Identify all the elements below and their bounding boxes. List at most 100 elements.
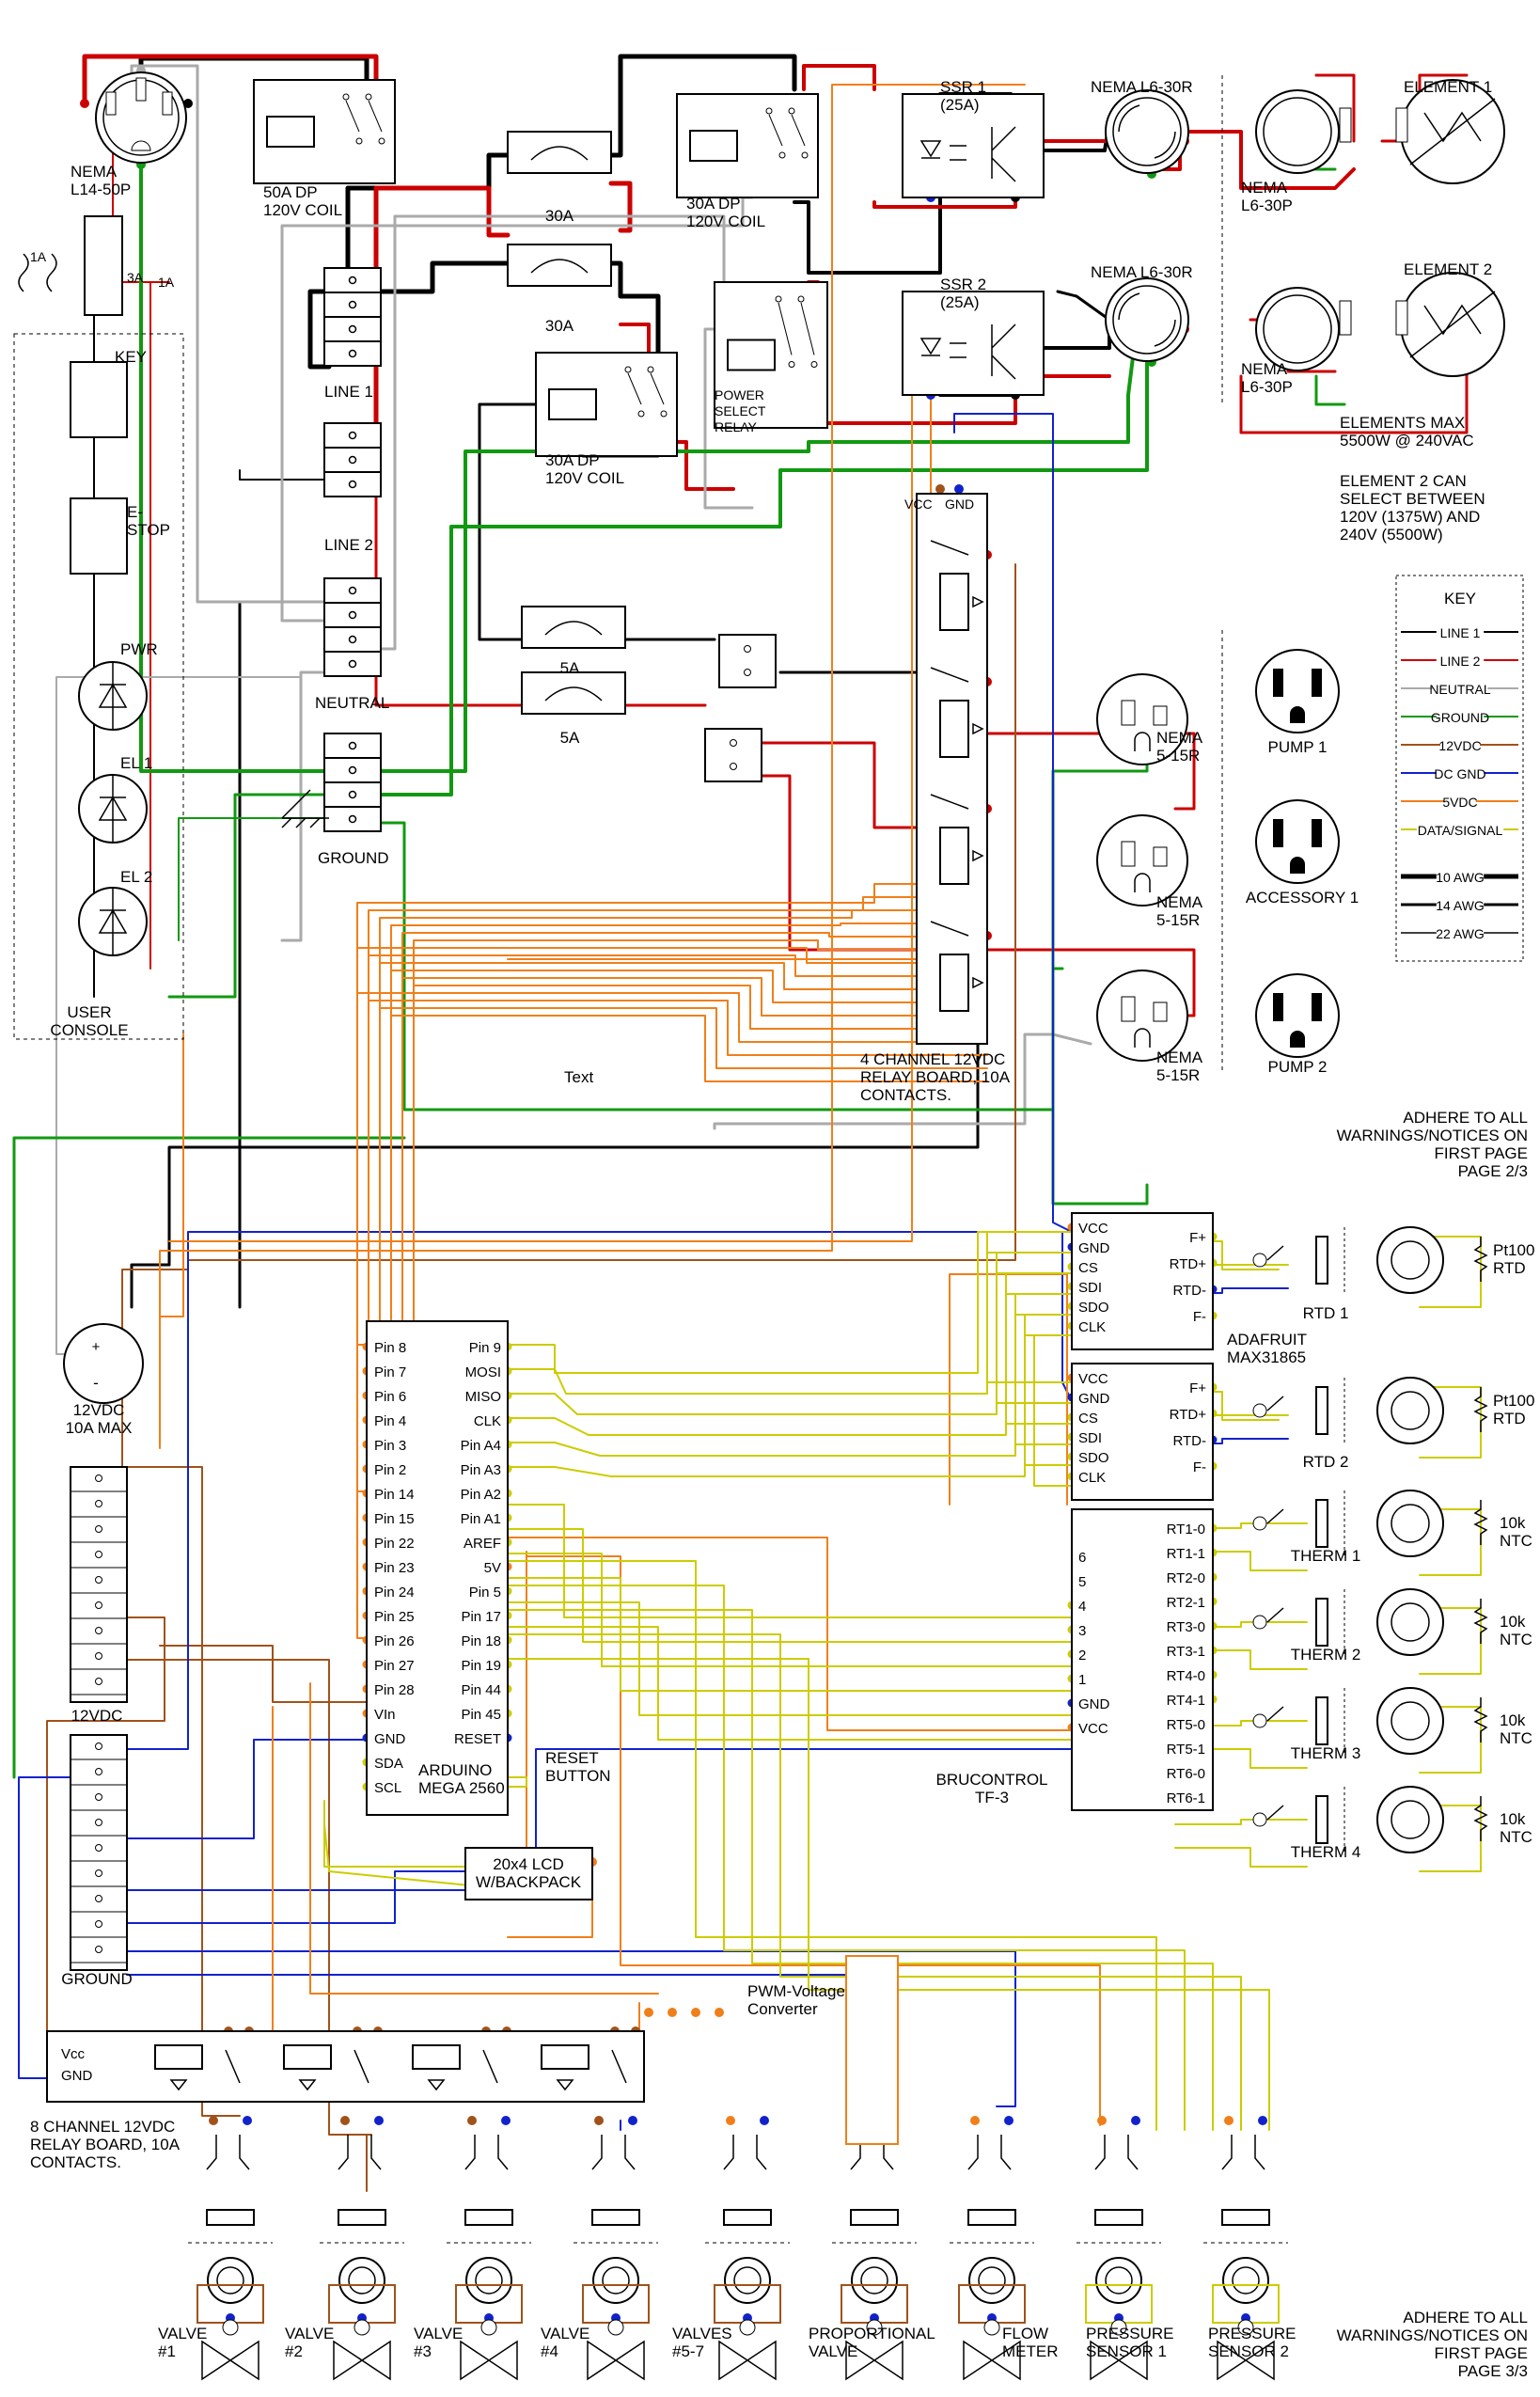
label: RELAY BOARD, 10A — [30, 2136, 181, 2153]
max31865-pin-label: RTD+ — [1170, 1256, 1207, 1272]
breaker-30a-mid — [507, 244, 612, 287]
relay8-contact — [482, 2049, 498, 2084]
pigtail — [1094, 2135, 1139, 2170]
junction-dot — [644, 2008, 653, 2017]
label: #3 — [414, 2342, 432, 2360]
valve-body — [718, 2340, 777, 2381]
sig-sensor-3 — [507, 1633, 1242, 2131]
relay8-contact — [611, 2049, 627, 2084]
label: 120V COIL — [686, 213, 765, 230]
ring — [1263, 294, 1332, 364]
nema515-body — [1096, 673, 1188, 765]
label: ADHERE TO ALL — [1403, 1109, 1528, 1127]
slot — [1121, 841, 1136, 867]
element2-g — [1314, 374, 1346, 406]
ring — [1112, 97, 1182, 166]
inlet-blade — [162, 91, 173, 116]
max31865-pin-label: RTD+ — [1170, 1407, 1207, 1423]
label: WARNINGS/NOTICES ON — [1337, 1127, 1528, 1144]
splice-block-2 — [704, 728, 762, 782]
pigtail — [723, 2135, 767, 2170]
arduino-pin-label: Pin 23 — [374, 1560, 415, 1576]
arduino-pin-label: AREF — [464, 1536, 501, 1552]
line2-ssr — [872, 139, 1111, 209]
relay4-diode — [972, 595, 984, 608]
v12-vin — [159, 1645, 368, 1703]
relay4-diode — [972, 976, 984, 989]
probe-core — [1391, 1701, 1430, 1741]
label: THERM 2 — [1291, 1646, 1361, 1664]
label: NEMA — [1156, 1049, 1203, 1066]
label: PRESSURE — [1086, 2325, 1174, 2342]
relay-coil — [689, 130, 738, 162]
label: E- — [127, 503, 143, 521]
pwm-outline — [845, 1955, 899, 2145]
estop-switch — [70, 497, 128, 575]
label: ARDUINO — [418, 1761, 492, 1779]
label: L6-30P — [1241, 378, 1293, 396]
motor — [354, 2319, 370, 2336]
relay4-coil — [939, 573, 969, 631]
arduino-pin-label: Pin 9 — [469, 1340, 501, 1356]
breaker-arc — [530, 259, 589, 274]
outlet-r1 — [1096, 673, 1188, 765]
key-item-label: LINE 2 — [1440, 654, 1481, 669]
ring — [1112, 285, 1182, 355]
arduino-pin-label: Pin 22 — [374, 1536, 415, 1552]
l630r-1 — [1105, 89, 1189, 174]
max31865-pin-label: F+ — [1189, 1380, 1206, 1396]
relay-coil — [266, 116, 315, 148]
label: VCC — [904, 497, 933, 512]
arduino-pin-label: Pin 19 — [461, 1658, 501, 1674]
label: VALVE — [809, 2342, 857, 2360]
ground-el2 — [379, 318, 1139, 773]
arduino-pin-label: MISO — [465, 1389, 501, 1405]
actuator-core — [860, 2266, 888, 2294]
label: SELECT BETWEEN — [1340, 490, 1485, 508]
switch-blade — [791, 114, 806, 147]
label: KEY — [115, 348, 147, 366]
resistor-symbol — [1473, 1697, 1488, 1743]
ground-prong — [1290, 1031, 1305, 1048]
pigtail — [206, 2135, 250, 2170]
twistlock — [1118, 292, 1176, 347]
max31865-pin-label: CS — [1078, 1260, 1098, 1276]
screw — [348, 455, 357, 465]
valve-body — [460, 2340, 518, 2381]
label: - — [93, 1374, 99, 1392]
contact — [378, 137, 385, 145]
switch-blade — [368, 100, 383, 133]
v5-signal-6 — [356, 947, 988, 1492]
bottom-device-5 — [832, 2135, 917, 2381]
dcgnd-max1 — [126, 1231, 1063, 1750]
sig-max2-4 — [1024, 1314, 1073, 1466]
connector-lead — [1266, 1706, 1284, 1722]
switch-blade — [768, 114, 783, 147]
relay8-coil — [412, 2044, 461, 2070]
breaker-30a-top — [507, 131, 612, 174]
bottom-device-8 — [1203, 2135, 1288, 2381]
relay4-coil — [939, 827, 969, 885]
label: RTD 1 — [1303, 1304, 1349, 1322]
bus-line2 — [323, 422, 382, 497]
screw — [95, 1652, 102, 1660]
screw — [744, 645, 751, 653]
neutral-console — [280, 670, 326, 942]
screw — [95, 1551, 102, 1558]
connector-lead — [1266, 1245, 1284, 1261]
valve-body — [1090, 2340, 1148, 2381]
element-heater-symbol — [1409, 98, 1496, 166]
therm-a-3 — [1174, 1819, 1308, 1825]
connector — [1252, 1812, 1267, 1827]
switch-blade — [345, 100, 360, 133]
label: Vcc — [61, 2046, 86, 2062]
arduino-pin-label: Pin A2 — [461, 1487, 501, 1503]
relay4-coil — [939, 954, 969, 1012]
sig-lcd-sda — [323, 1800, 471, 1868]
key-label-bg — [1436, 654, 1485, 669]
label: NEMA — [1156, 893, 1203, 911]
lamp-el1 — [78, 774, 148, 844]
arduino-pin-label: Pin 25 — [374, 1609, 415, 1625]
screw — [348, 431, 357, 440]
